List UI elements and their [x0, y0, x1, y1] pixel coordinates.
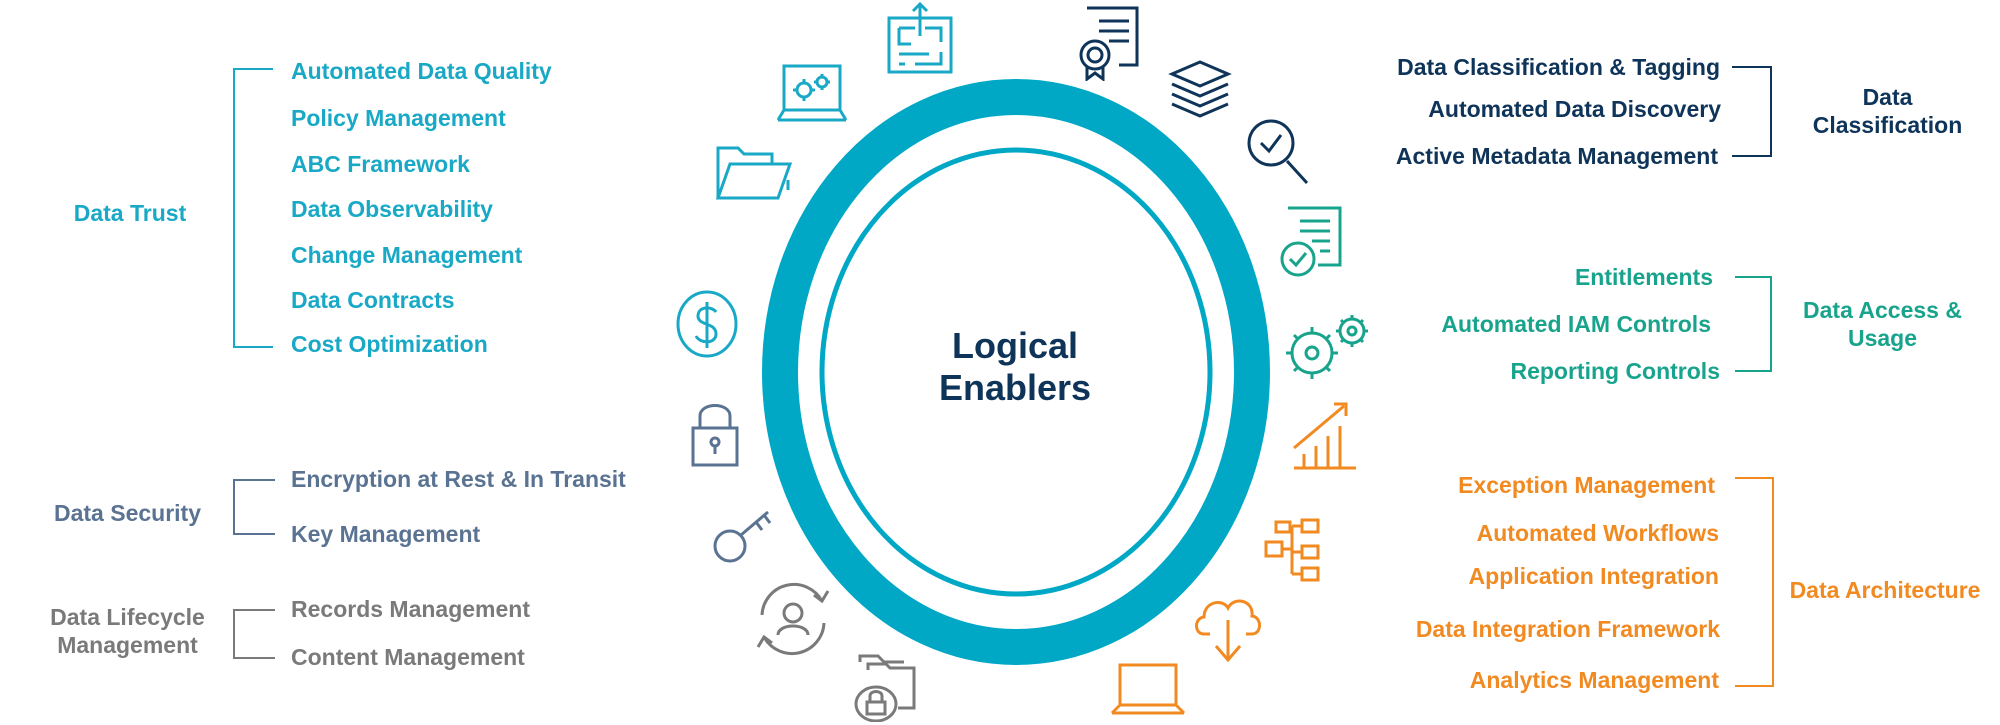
group-title-data-classification-line1: Data [1862, 84, 1913, 110]
item-cost-optimization: Cost Optimization [291, 331, 488, 357]
bracket-data-trust [233, 68, 273, 348]
group-title-data-classification-line2: Classification [1812, 111, 1963, 138]
item-change-management: Change Management [291, 242, 523, 268]
group-title-data-access: Data Access & Usage [1790, 297, 1975, 352]
item-policy-management: Policy Management [291, 105, 506, 131]
group-title-data-lifecycle: Data Lifecycle Management [35, 604, 220, 659]
group-title-data-access-line1: Data Access & [1803, 297, 1962, 323]
group-title-data-architecture: Data Architecture [1789, 577, 1981, 603]
center-title-line2: Enablers [938, 367, 1092, 409]
open-folder-icon [715, 146, 793, 200]
certificate-icon [1079, 6, 1139, 81]
group-title-data-classification: Data Classification [1790, 84, 1985, 139]
item-application-integration: Application Integration [1468, 563, 1719, 589]
item-key-management: Key Management [291, 521, 481, 547]
key-icon [713, 510, 772, 563]
item-entitlements: Entitlements [1574, 264, 1713, 290]
laptop-gear-icon [776, 64, 848, 122]
item-exception-management: Exception Management [1458, 472, 1715, 498]
group-title-data-access-line2: Usage [1847, 324, 1918, 351]
item-active-metadata-management: Active Metadata Management [1395, 143, 1718, 169]
group-title-data-lifecycle-line2: Management [57, 631, 198, 658]
center-title-line1: Logical [951, 325, 1079, 366]
group-title-data-security: Data Security [53, 500, 201, 526]
dollar-icon [676, 290, 738, 358]
item-records-management: Records Management [291, 596, 531, 622]
bracket-data-security [233, 479, 275, 535]
gears-icon [1286, 315, 1368, 379]
magnifier-check-icon [1247, 119, 1309, 185]
item-analytics-management: Analytics Management [1469, 667, 1719, 693]
bracket-data-lifecycle [233, 609, 275, 659]
group-title-data-lifecycle-line1: Data Lifecycle [50, 604, 205, 630]
user-sync-icon [756, 582, 830, 656]
item-automated-data-discovery: Automated Data Discovery [1428, 96, 1721, 122]
bracket-data-access [1735, 276, 1772, 372]
item-automated-data-quality: Automated Data Quality [291, 58, 552, 84]
bracket-data-classification [1732, 66, 1772, 157]
item-automated-workflows: Automated Workflows [1476, 520, 1719, 546]
item-data-classification-tagging: Data Classification & Tagging [1397, 54, 1720, 80]
item-data-contracts: Data Contracts [291, 287, 455, 313]
document-check-icon [1280, 206, 1342, 277]
item-abc-framework: ABC Framework [291, 151, 470, 177]
item-data-observability: Data Observability [291, 196, 493, 222]
item-reporting-controls: Reporting Controls [1510, 358, 1720, 384]
cloud-download-icon [1195, 599, 1261, 663]
item-data-integration-framework: Data Integration Framework [1415, 616, 1720, 642]
laptop-icon [1110, 663, 1186, 715]
center-title: Logical Enablers [880, 325, 1150, 410]
maze-upload-icon [887, 2, 953, 74]
item-automated-iam-controls: Automated IAM Controls [1441, 311, 1711, 337]
padlock-icon [691, 404, 739, 467]
locked-folder-icon [854, 654, 916, 722]
item-content-management: Content Management [291, 644, 525, 670]
group-title-data-trust: Data Trust [73, 200, 187, 226]
bracket-data-architecture [1735, 477, 1774, 687]
hierarchy-icon [1264, 518, 1320, 582]
item-encryption: Encryption at Rest & In Transit [291, 466, 626, 492]
layers-icon [1168, 60, 1232, 118]
growth-chart-icon [1293, 402, 1356, 470]
